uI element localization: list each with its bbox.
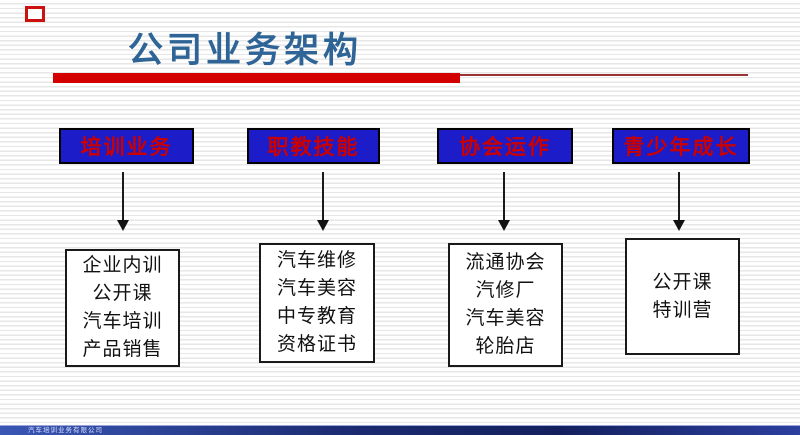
- down-arrow-icon: [673, 172, 685, 231]
- list-item: 特训营: [652, 299, 713, 321]
- header-label: 协会运作: [459, 136, 551, 159]
- header-box-training: 培训业务: [59, 128, 194, 164]
- footer-text: 汽车培训业务有限公司: [28, 427, 103, 434]
- list-item: 公开课: [652, 271, 713, 293]
- header-label: 培训业务: [80, 136, 173, 159]
- list-item: 汽车培训: [82, 311, 163, 332]
- header-label: 职教技能: [267, 136, 360, 159]
- list-item: 汽车维修: [276, 250, 357, 271]
- content-box-association: 流通协会 汽修厂 汽车美容 轮胎店: [448, 243, 563, 367]
- header-box-youth: 青少年成长: [612, 128, 750, 164]
- list-item: 企业内训: [82, 255, 163, 276]
- title-accent-rule: [460, 74, 748, 76]
- header-box-vocational: 职教技能: [247, 128, 380, 164]
- list-item: 产品销售: [82, 339, 163, 360]
- slide-title: 公司业务架构: [128, 31, 363, 70]
- footer-bar: 汽车培训业务有限公司: [0, 425, 800, 435]
- list-item: 公开课: [92, 283, 153, 304]
- list-item: 汽车美容: [276, 278, 357, 299]
- list-item: 资格证书: [276, 334, 357, 355]
- down-arrow-icon: [498, 172, 510, 231]
- content-box-training: 企业内训 公开课 汽车培训 产品销售: [65, 249, 180, 367]
- content-box-vocational: 汽车维修 汽车美容 中专教育 资格证书: [259, 243, 375, 363]
- list-item: 汽修厂: [475, 280, 536, 301]
- list-item: 中专教育: [276, 306, 357, 327]
- list-item: 轮胎店: [475, 336, 536, 357]
- content-box-youth: 公开课 特训营: [625, 238, 740, 355]
- decor-red-square: [25, 6, 45, 22]
- list-item: 流通协会: [465, 252, 546, 273]
- list-item: 汽车美容: [465, 308, 546, 329]
- header-label: 青少年成长: [623, 136, 739, 159]
- header-box-association: 协会运作: [437, 128, 573, 164]
- down-arrow-icon: [317, 172, 329, 231]
- title-accent-bar: [53, 73, 460, 83]
- down-arrow-icon: [117, 172, 129, 231]
